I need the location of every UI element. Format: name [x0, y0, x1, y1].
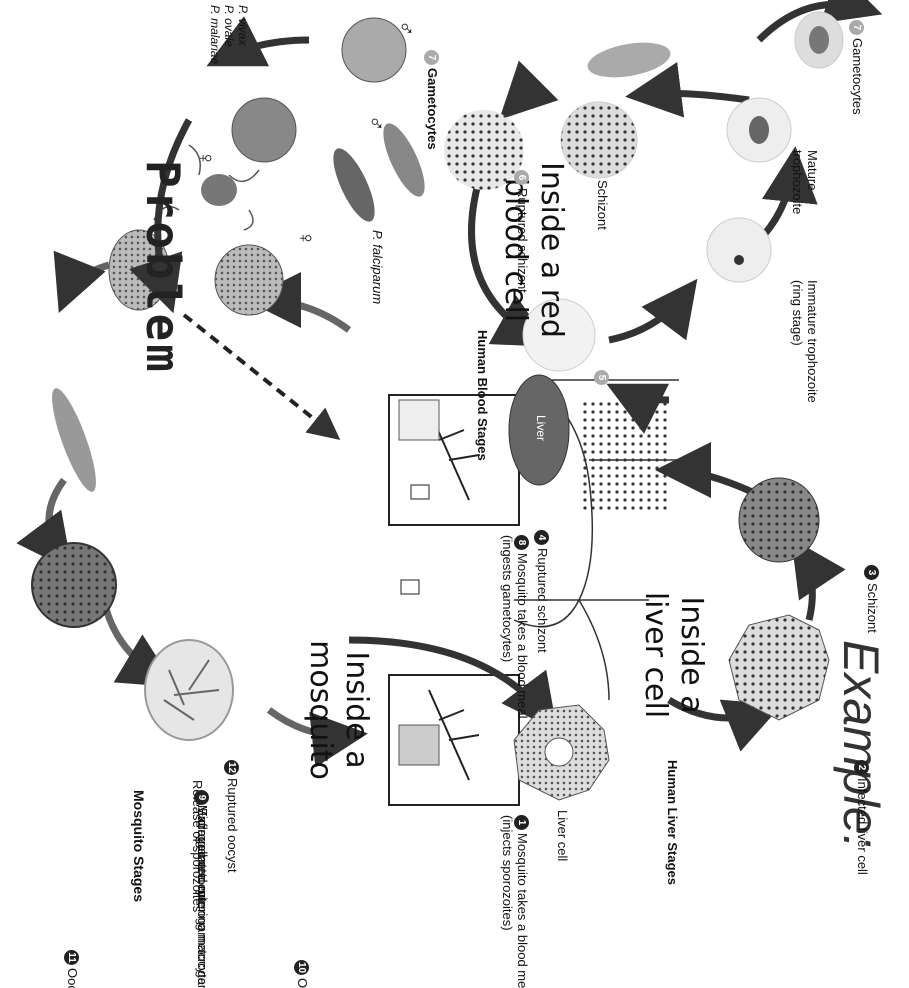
macrogametocyte-label: Macrogametocyte — [195, 805, 210, 909]
exflagellated-cell — [201, 174, 237, 206]
oocyst-label: 11Oocyst — [63, 950, 80, 988]
ookinete-text: Ookinete — [295, 978, 310, 988]
species-malariae: P. malariae — [208, 5, 223, 65]
ookinete-number: 10 — [293, 960, 309, 975]
arrow-mature-to-schizont — [625, 62, 750, 118]
liver-region-label: Inside a liver cell — [638, 591, 709, 719]
liver-label: Liver — [534, 415, 548, 442]
blood-gametocytes-number: 7 — [848, 20, 864, 35]
female-symbol-1: ♀ — [194, 150, 219, 167]
ruptured-liver-label: 4Ruptured schizont — [533, 530, 550, 653]
gametocyte-vivax-male — [341, 17, 407, 83]
liver-cell-label: Liver cell — [555, 810, 570, 862]
liver-organ — [508, 374, 570, 486]
oocyst-number: 11 — [63, 950, 79, 965]
ruptured-liver-text: Ruptured schizont — [535, 548, 550, 653]
infected-number: 2 — [853, 760, 869, 775]
arrow-micro-to-ookinete — [53, 250, 111, 313]
bite1-label: 1Mosquito takes a blood meal (injects sp… — [499, 815, 530, 988]
arrow-ring-to-gametocytes-loop — [756, 0, 883, 43]
arrow-ruptured-to-merozoite — [606, 383, 670, 434]
ruptured-blood-label: 6Ruptured schizont — [513, 170, 530, 293]
bite8-number: 8 — [513, 535, 529, 550]
liver-schizont-number: 3 — [863, 565, 879, 580]
infected-text: Infected liver cell — [855, 778, 870, 875]
arrow-ruptured-to-bite1 — [266, 707, 368, 768]
bite8-sub: (ingests gametocytes) — [499, 535, 515, 663]
blood-region-label: Inside a red blood cell — [498, 162, 569, 338]
problem-pointer — [182, 313, 341, 440]
gametocyte-falciparum-male — [383, 123, 425, 197]
merozoite-cell — [522, 298, 596, 372]
blood-schizont-label: Schizont — [595, 180, 610, 230]
species-list: P. vivax P. ovale P. malariae — [208, 5, 250, 65]
problem-callout: Problem — [136, 160, 190, 375]
arrow-ruptured-to-merozoite-loop — [468, 179, 552, 347]
oocyst-text: Oocyst — [65, 968, 80, 988]
gametocyte-falciparum-female — [333, 148, 375, 222]
bite8-label: 8Mosquito takes a blood meal (ingests ga… — [499, 535, 530, 719]
species-ovale: P. ovale — [222, 5, 237, 47]
male-symbol-1: ♂ — [394, 20, 419, 37]
ring-stage-label: Immature trophozoite (ring stage) — [790, 280, 820, 403]
ruptured-liver-schizont — [579, 400, 669, 510]
blood-gametocytes-text: Gametocytes — [850, 38, 865, 115]
arrow-gametocytes-to-bite8 — [129, 118, 193, 314]
falciparum-label: P. falciparum — [370, 230, 385, 305]
gametocyte-vivax-female — [231, 97, 297, 163]
ruptured-liver-number: 4 — [533, 530, 549, 545]
blood-gametocytes-label: 7Gametocytes — [848, 20, 865, 115]
gametocyte-cell-2 — [587, 42, 671, 78]
bite1-number: 1 — [513, 815, 529, 830]
ruptured-blood-text: Ruptured schizont — [515, 188, 530, 293]
merozoite-label: 5 — [593, 370, 609, 388]
ookinete-label: 10Ookinete — [293, 960, 310, 988]
female-symbol-2: ♀ — [294, 230, 319, 247]
arrow-gametocytes-up — [206, 16, 310, 67]
infected-liver-label: 2Infected liver cell — [853, 760, 870, 875]
ruptured-oocyst-number: 12 — [223, 760, 239, 775]
ruptured-oocyst-text: Ruptured oocyst — [225, 778, 240, 873]
liver-stages-title: Human Liver Stages — [665, 760, 680, 885]
ookinete-cell — [52, 388, 96, 492]
exflagellated-number: 9 — [193, 790, 209, 805]
mosquito-stages-title: Mosquito Stages — [131, 790, 147, 903]
mosquito-region-label: Inside a mosquito — [303, 640, 374, 780]
arrow-schizont-to-ruptured-blood — [499, 60, 559, 120]
arrow-bite-to-liver — [348, 636, 558, 732]
ruptured-blood-number: 6 — [513, 170, 529, 185]
blood-stages-title: Human Blood Stages — [475, 330, 490, 461]
arrow-liver-to-infected — [667, 696, 783, 752]
arrow-merozoite-to-ring — [608, 278, 698, 344]
male-symbol-2: ♂ — [364, 115, 389, 132]
gametocytes-number: 7 — [423, 50, 439, 65]
species-vivax: P. vivax — [236, 5, 250, 46]
mature-trophozoite-label: Mature trophozoite — [790, 150, 820, 215]
gametocytes-text: Gametocytes — [425, 68, 440, 150]
bite1-sub: (injects sporozoites) — [499, 815, 515, 931]
liver-schizont-text: Schizont — [865, 583, 880, 633]
ring-stage-cell — [706, 217, 772, 283]
gametocytes-label: 7Gametocytes — [423, 50, 440, 150]
liver-schizont-label: 3Schizont — [863, 565, 880, 633]
ruptured-oocyst-label: 12Ruptured oocyst — [223, 760, 240, 873]
merozoite-number: 5 — [593, 370, 609, 385]
bite8-text: Mosquito takes a blood meal — [515, 553, 530, 719]
arrow-infected-to-schizont — [791, 538, 846, 621]
bite1-text: Mosquito takes a blood meal — [515, 833, 530, 988]
